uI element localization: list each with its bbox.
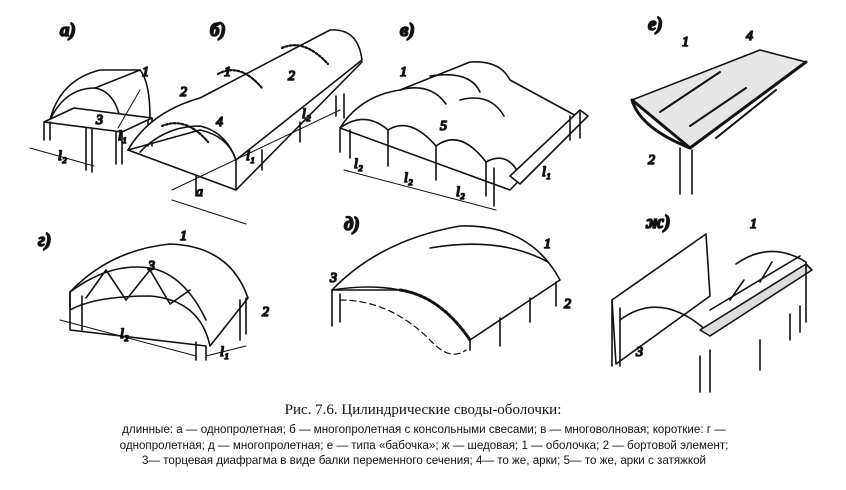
fig-e-label-2: 2	[648, 153, 655, 168]
figure-a: а) 1 2 3 l₂ l₁	[29, 19, 188, 173]
fig-a-dim-l2: l₂	[58, 149, 67, 164]
fig-b-letter: б)	[210, 20, 226, 41]
fig-v-dim-l1: l₁	[542, 165, 551, 180]
legend-line-1: длинные: а — однопролетная; б — многопро…	[122, 423, 726, 436]
fig-d-label-1: 1	[544, 237, 551, 252]
fig-g-label-3: 3	[147, 259, 155, 274]
fig-b-label-4: 4	[216, 115, 223, 130]
figure-b: б) 1 2 4 l₂ l₁ a	[127, 19, 363, 225]
figure-d: д) 1 3 2	[328, 213, 572, 355]
fig-b-dim-a: a	[196, 185, 203, 200]
fig-a-label-3: 3	[95, 113, 103, 128]
shell-drawings: а) 1 2 3 l₂ l₁ б) 1 2 4 l₂ l₁ a в) 1	[29, 13, 813, 393]
fig-g-dim-l2: l₂	[120, 327, 129, 342]
figure-zh: ж) 1 3	[611, 211, 813, 393]
fig-g-letter: г)	[38, 230, 51, 251]
legend-line-3: 3— торцевая диафрагма в виде балки перем…	[141, 454, 707, 467]
figure-e: е) 1 4 2	[630, 13, 808, 195]
fig-v-label-1: 1	[400, 65, 407, 80]
fig-e-label-1: 1	[682, 35, 689, 50]
fig-d-label-2: 2	[564, 297, 571, 312]
fig-v-dim-l2-2: l₂	[404, 171, 413, 186]
fig-e-letter: е)	[648, 14, 663, 35]
figure-g: г) 1 3 2 l₂ l₁	[37, 228, 270, 361]
fig-a-dim-l1: l₁	[118, 129, 127, 144]
fig-d-letter: д)	[344, 214, 360, 235]
fig-a-letter: а)	[60, 20, 76, 41]
figure-caption: Рис. 7.6. Цилиндрические своды-оболочки:	[284, 402, 562, 418]
fig-zh-label-1: 1	[750, 217, 757, 232]
fig-g-label-1: 1	[180, 229, 187, 244]
fig-v-label-5: 5	[440, 119, 447, 134]
fig-a-label-1: 1	[142, 65, 149, 80]
fig-v-letter: в)	[400, 20, 415, 41]
fig-g-dim-l1: l₁	[220, 345, 229, 360]
fig-v-dim-l2-1: l₂	[354, 157, 363, 172]
fig-b-dim-l2: l₂	[302, 107, 311, 122]
fig-b-label-2: 2	[288, 69, 295, 84]
figure-legend: длинные: а — однопролетная; б — многопро…	[6, 422, 842, 469]
fig-b-label-1: 1	[224, 65, 231, 80]
figure-v: в) 1 5 l₂ l₂ l₂ l₁	[339, 19, 589, 211]
fig-d-label-3: 3	[329, 271, 337, 286]
fig-v-dim-l2-3: l₂	[456, 185, 465, 200]
fig-a-label-2: 2	[180, 85, 187, 100]
fig-e-label-4: 4	[746, 29, 753, 44]
fig-zh-letter: ж)	[645, 212, 670, 233]
fig-g-label-2: 2	[262, 305, 269, 320]
fig-zh-label-3: 3	[635, 345, 643, 360]
fig-b-dim-l1: l₁	[246, 149, 255, 164]
legend-line-2: однопролетная; д — многопролетная; е — т…	[119, 438, 729, 452]
